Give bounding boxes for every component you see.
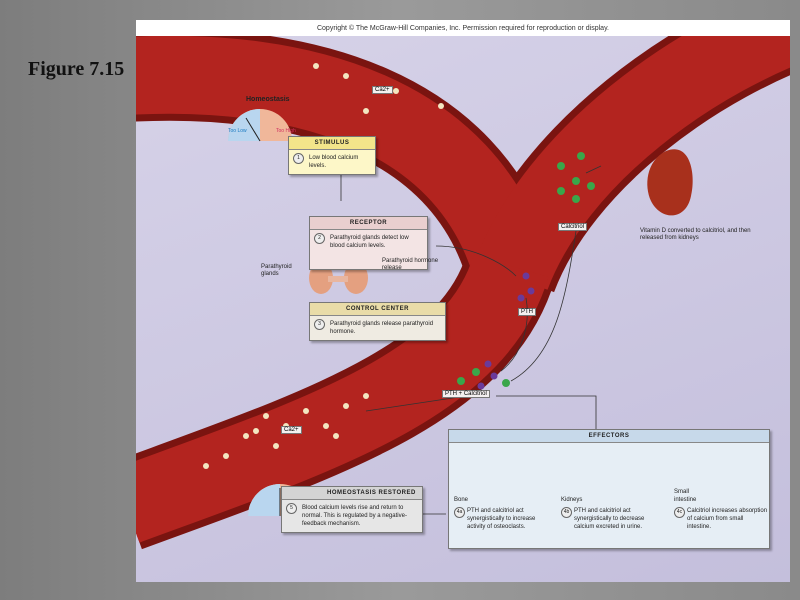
gauge-title: Homeostasis: [246, 96, 290, 103]
stimulus-header: STIMULUS: [289, 137, 375, 150]
pth-molecules: [477, 272, 535, 390]
effector-text: Calcitriol increases absorption of calci…: [687, 508, 768, 530]
pth-calcitriol-label: PTH + Calcitriol: [442, 390, 490, 398]
step-number: 3: [314, 319, 325, 330]
parathyroid-gland-illustration: [309, 262, 368, 294]
stimulus-box: STIMULUS 1 Low blood calcium levels.: [288, 136, 376, 175]
calcium-ions: [203, 63, 444, 469]
organ-label: Bone: [454, 497, 469, 503]
calcium-label-top: Ca2+: [372, 86, 393, 94]
step-number: 1: [293, 153, 304, 164]
vitamin-d-label: Vitamin D converted to calcitriol, and t…: [640, 228, 751, 241]
pth-release-label: Parathyroid hormone release: [382, 258, 439, 271]
effector-text: PTH and calcitriol act synergistically t…: [574, 508, 645, 530]
figure-panel: Copyright © The McGraw-Hill Companies, I…: [136, 20, 790, 582]
restored-header: HOMEOSTASIS RESTORED: [282, 487, 422, 500]
effectors-header: EFFECTORS: [449, 430, 769, 443]
effector-text: PTH and calcitriol act synergistically t…: [467, 508, 536, 530]
effectors-box: EFFECTORS: [448, 429, 770, 549]
calcitriol-molecules: [457, 152, 595, 387]
kidney-illustration: [647, 149, 693, 216]
receptor-box: RECEPTOR 2 Parathyroid glands detect low …: [309, 216, 428, 270]
step-number: 2: [314, 233, 325, 244]
step-number: 4a: [454, 507, 465, 518]
slide-title: Figure 7.15: [28, 58, 125, 80]
stimulus-text: Low blood calcium levels.: [309, 155, 359, 169]
pth-label: PTH: [518, 308, 536, 316]
gauge-low-label: Too Low: [228, 128, 247, 134]
homeostasis-restored-box: HOMEOSTASIS RESTORED 5 Blood calcium leve…: [281, 486, 423, 533]
organ-label: Small intestine: [674, 489, 697, 503]
control-center-text: Parathyroid glands release parathyroid h…: [330, 321, 434, 335]
receptor-text: Parathyroid glands detect low blood calc…: [330, 235, 409, 249]
calcitriol-label: Calcitriol: [558, 223, 588, 231]
control-center-box: CONTROL CENTER 3 Parathyroid glands relea…: [309, 302, 446, 341]
gauge-high-label: Too High: [276, 128, 296, 134]
restored-text: Blood calcium levels rise and return to …: [302, 505, 407, 527]
step-number: 5: [286, 503, 297, 514]
gauge-top: [228, 109, 292, 142]
step-number: 4b: [561, 507, 572, 518]
calcium-label-bottom: Ca2+: [281, 426, 302, 434]
step-number: 4c: [674, 507, 685, 518]
parathyroid-glands-label: Parathyroid glands: [261, 264, 292, 277]
receptor-header: RECEPTOR: [310, 217, 427, 230]
organ-label: Kidneys: [561, 497, 583, 503]
control-center-header: CONTROL CENTER: [310, 303, 445, 316]
copyright-notice: Copyright © The McGraw-Hill Companies, I…: [316, 25, 609, 32]
